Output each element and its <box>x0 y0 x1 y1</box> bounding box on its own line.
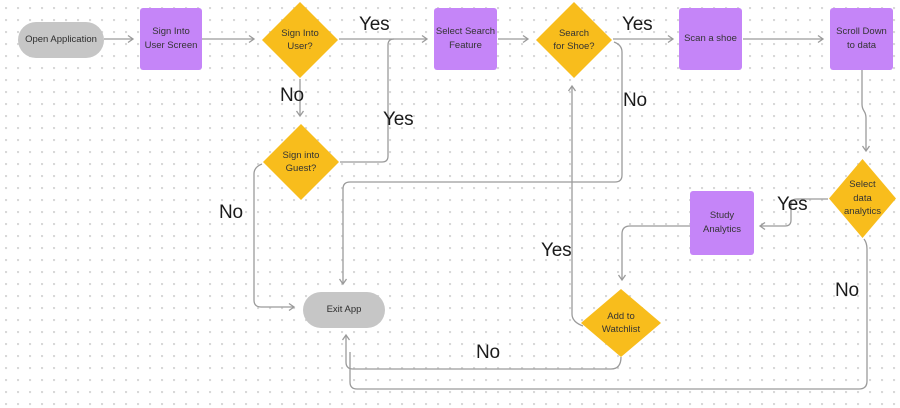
node-label: Scroll Down to data <box>836 26 887 51</box>
node-label: Select data analytics <box>844 179 881 218</box>
node-select-search-feature[interactable]: Select Search Feature <box>434 8 497 70</box>
edge-select-data-yes-to-study <box>758 198 828 231</box>
edge-guest-no-to-exit <box>253 163 296 312</box>
edge-label-sign-into-guest-yes[interactable]: Yes <box>383 109 414 130</box>
edge-watchlist-yes-to-search-shoe <box>567 84 584 327</box>
node-label: Search for Shoe? <box>553 27 595 53</box>
node-study-analytics[interactable]: Study Analytics <box>690 191 754 255</box>
node-label: Study Analytics <box>702 210 741 235</box>
node-label: Select Search Feature <box>435 26 496 51</box>
node-sign-into-user-screen[interactable]: Sign Into User Screen <box>140 8 202 70</box>
edge-label-search-for-shoe-yes[interactable]: Yes <box>622 14 653 35</box>
edge-label-sign-into-user-yes[interactable]: Yes <box>359 14 390 35</box>
edge-study-to-watchlist <box>617 225 690 282</box>
edge-label-search-for-shoe-no[interactable]: No <box>623 90 647 111</box>
edge-select-data-no-merge <box>349 238 868 390</box>
edge-label-select-data-analytics-yes[interactable]: Yes <box>777 194 808 215</box>
node-label: Sign Into User Screen <box>144 26 198 51</box>
node-scroll-down-to-data[interactable]: Scroll Down to data <box>830 8 893 70</box>
edge-label-sign-into-guest-no[interactable]: No <box>219 202 243 223</box>
edge-label-add-to-watchlist-no[interactable]: No <box>476 342 500 363</box>
edge-label-sign-into-user-no[interactable]: No <box>280 85 304 106</box>
edge-guest-yes-merge <box>340 38 395 163</box>
node-label: Add to Watchlist <box>601 310 641 336</box>
node-label: Open Application <box>25 34 97 45</box>
node-exit-app[interactable]: Exit App <box>303 292 385 328</box>
node-label: Exit App <box>326 304 362 315</box>
node-scan-a-shoe[interactable]: Scan a shoe <box>679 8 742 70</box>
edge-search-shoe-no-to-exit <box>338 41 623 286</box>
node-open-application[interactable]: Open Application <box>18 22 104 58</box>
node-label: Sign Into User? <box>281 27 319 53</box>
node-label: Scan a shoe <box>684 33 737 44</box>
edge-label-select-data-analytics-no[interactable]: No <box>835 280 859 301</box>
edge-scroll-to-select-data <box>861 70 871 153</box>
node-label: Sign into Guest? <box>282 149 320 175</box>
edge-watchlist-no-to-exit <box>341 333 622 370</box>
edge-label-add-to-watchlist-yes[interactable]: Yes <box>541 240 572 261</box>
